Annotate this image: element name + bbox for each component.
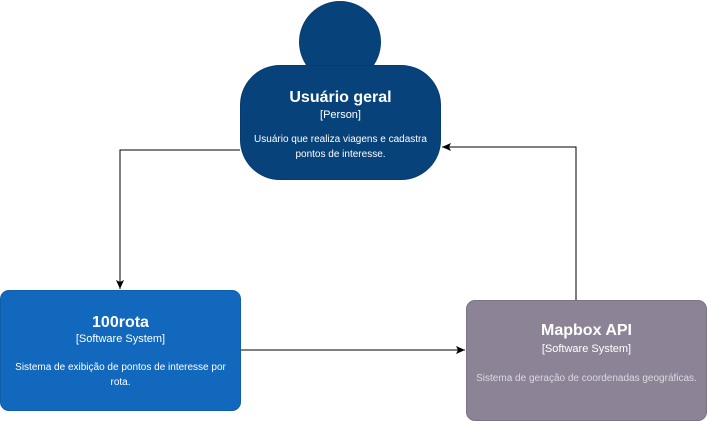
system-mapbox-description: Sistema de geração de coordenadas geográ… (476, 373, 697, 384)
system-100rota-node[interactable]: 100rota [Software System] Sistema de exi… (0, 290, 241, 411)
system-mapbox-node[interactable]: Mapbox API [Software System] Sistema de … (466, 300, 707, 421)
person-kind: [Person] (320, 109, 361, 121)
edge-mapbox-to-user (442, 143, 577, 300)
system-100rota-kind: [Software System] (75, 333, 166, 345)
edge-user-to-rota (116, 149, 240, 289)
system-mapbox-kind: [Software System] (541, 343, 632, 355)
person-title: Usuário geral (289, 89, 392, 106)
person-user-node[interactable]: Usuário geral [Person] Usuário que reali… (240, 65, 441, 180)
system-100rota-description: Sistema de exibição de pontos de interes… (15, 362, 226, 388)
person-description: Usuário que realiza viagens e cadastra p… (254, 134, 427, 160)
system-mapbox-title: Mapbox API (541, 322, 632, 339)
system-100rota-title: 100rota (92, 314, 149, 331)
